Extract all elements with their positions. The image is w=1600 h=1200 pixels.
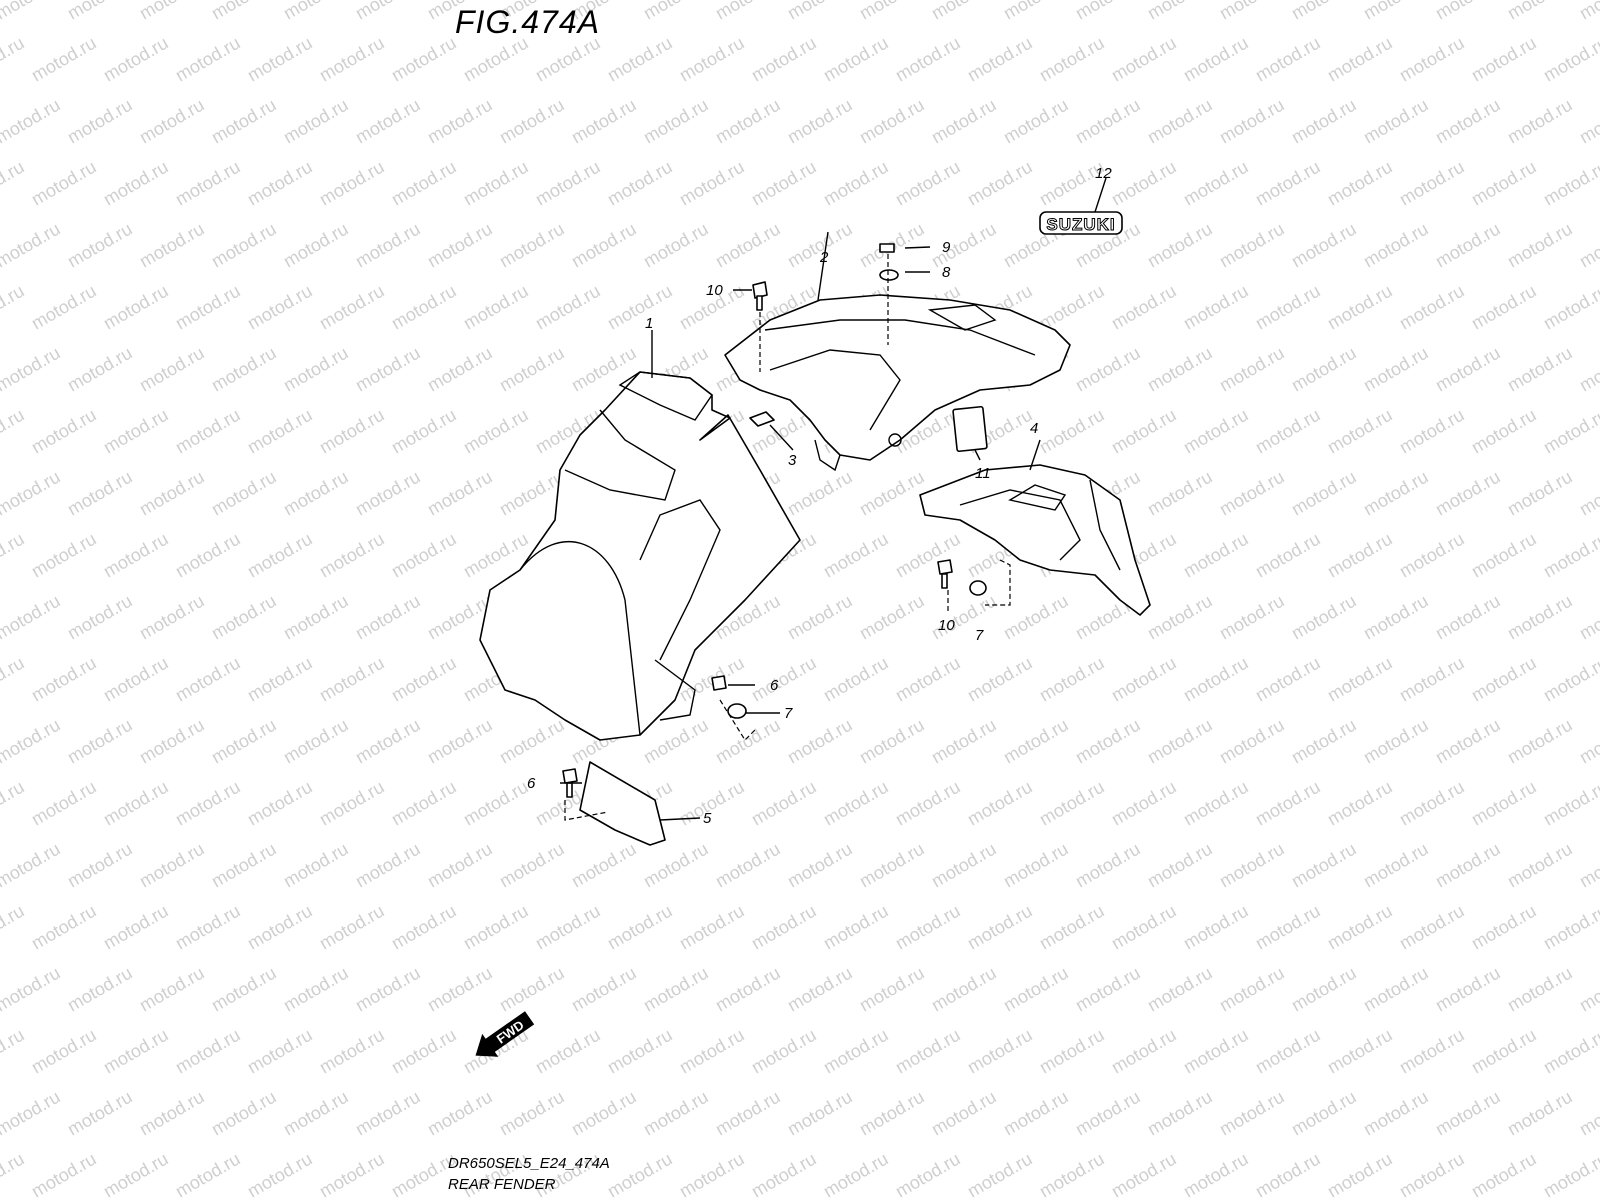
callout-1: 1	[645, 315, 653, 332]
figure-title: FIG.474A	[455, 4, 600, 40]
callout-labels: 1 2 3 4 5 6 6 7 7 8 9 10 10 11 12	[527, 165, 1112, 827]
callout-10: 10	[706, 282, 723, 299]
mud-flap-part	[579, 761, 666, 846]
callout-5: 5	[703, 810, 712, 827]
callout-10: 10	[938, 617, 955, 634]
watermark-text: motod.ru	[1576, 0, 1600, 23]
fwd-arrow-icon: FWD	[475, 1011, 535, 1057]
callout-9: 9	[942, 239, 951, 256]
fasteners	[562, 243, 987, 798]
reflector-part	[952, 405, 988, 453]
callout-3: 3	[788, 452, 797, 469]
callout-12: 12	[1095, 165, 1112, 182]
callout-2: 2	[819, 249, 829, 266]
callout-7: 7	[784, 705, 793, 722]
bracket-part	[749, 411, 775, 427]
diagram-name: REAR FENDER	[448, 1176, 556, 1193]
leader-lines	[560, 177, 1107, 821]
rear-fender-part	[724, 294, 1071, 472]
callout-8: 8	[942, 264, 951, 281]
emblem-text: SUZUKI	[1046, 215, 1115, 234]
diagram-code: DR650SEL5_E24_474A	[448, 1155, 610, 1172]
callout-4: 4	[1030, 420, 1038, 437]
inner-fender-part	[479, 371, 801, 741]
callout-7: 7	[975, 627, 984, 644]
fender-lower-part	[919, 464, 1151, 616]
callout-6: 6	[527, 775, 536, 792]
callout-11: 11	[975, 465, 991, 482]
callout-6: 6	[770, 677, 779, 694]
suzuki-emblem-part: SUZUKI	[1039, 211, 1123, 235]
